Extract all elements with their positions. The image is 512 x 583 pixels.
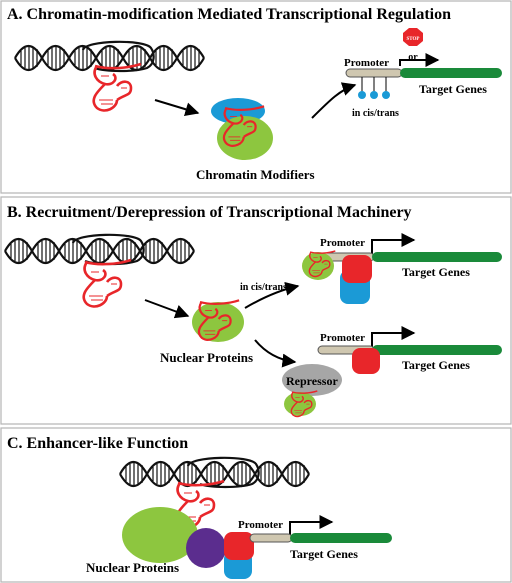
transcription-factor-red-b1 bbox=[342, 255, 372, 283]
tss-arrow-b1 bbox=[371, 233, 416, 257]
arrow-b-2 bbox=[244, 281, 300, 309]
target-genes-label-a: Target Genes bbox=[419, 82, 487, 96]
panel-b-title: B. Recruitment/Derepression of Transcrip… bbox=[7, 204, 412, 221]
panel-b-frame bbox=[0, 196, 512, 425]
target-genes-label-c: Target Genes bbox=[290, 547, 358, 561]
repressor-label: Repressor bbox=[286, 374, 338, 388]
or-label: or bbox=[408, 52, 418, 63]
target-genes-label-b1: Target Genes bbox=[402, 265, 470, 279]
stop-sign-icon bbox=[403, 28, 423, 46]
tss-arrow-c bbox=[289, 515, 334, 538]
nuclear-protein-green-c bbox=[122, 507, 198, 563]
repressor-gray bbox=[282, 364, 342, 396]
promoter-label-c: Promoter bbox=[238, 519, 283, 531]
nuclear-proteins-label-b: Nuclear Proteins bbox=[160, 350, 253, 365]
arrow-a-2 bbox=[311, 82, 357, 119]
cis-trans-label-a: in cis/trans bbox=[352, 108, 399, 119]
target-genes-label-b2: Target Genes bbox=[402, 358, 470, 372]
cis-trans-label-b: in cis/trans bbox=[240, 282, 287, 293]
arrow-b-3 bbox=[254, 339, 297, 368]
promoter-label-b2: Promoter bbox=[320, 332, 365, 344]
promoter-bar-a bbox=[345, 68, 403, 78]
gene-bar-b1 bbox=[372, 252, 502, 262]
panel-c-title: C. Enhancer-like Function bbox=[7, 435, 188, 452]
gene-bar-c bbox=[290, 533, 392, 543]
nuclear-protein-green-b bbox=[192, 302, 244, 342]
transcription-factor-red-c bbox=[224, 532, 254, 560]
promoter-label-b1: Promoter bbox=[320, 237, 365, 249]
transcription-factor-red-b2 bbox=[352, 348, 380, 374]
panel-a-title: A. Chromatin-modification Mediated Trans… bbox=[7, 6, 451, 23]
gene-bar-a bbox=[400, 68, 502, 78]
stop-sign-text: STOP bbox=[407, 37, 420, 42]
panel-c-frame bbox=[0, 427, 512, 583]
promoter-bar-c bbox=[249, 533, 293, 543]
chromatin-modifiers-label: Chromatin Modifiers bbox=[196, 167, 315, 182]
tss-arrow-b2 bbox=[371, 326, 416, 350]
gene-bar-b2 bbox=[372, 345, 502, 355]
arrow-a-1 bbox=[154, 99, 200, 117]
promoter-label-a: Promoter bbox=[344, 57, 389, 69]
panel-a-frame bbox=[0, 0, 512, 194]
arrow-b-1 bbox=[144, 299, 190, 319]
mediator-purple-c bbox=[186, 528, 226, 568]
tss-arrow-a bbox=[399, 53, 440, 67]
nuclear-proteins-label-c: Nuclear Proteins bbox=[86, 560, 179, 575]
chromatin-marks bbox=[358, 77, 390, 99]
